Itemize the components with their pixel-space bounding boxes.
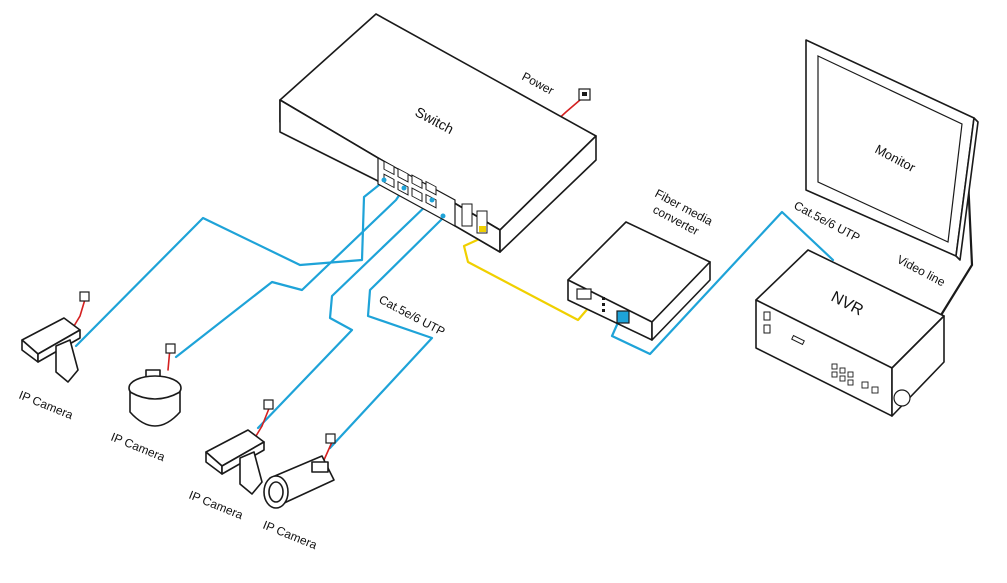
- media-converter-device: Fiber media converter: [567, 186, 715, 341]
- rj45-port-icon: [381, 177, 446, 219]
- ptz-camera-icon: [205, 399, 274, 495]
- ethernet-cable-camera-4: [328, 216, 445, 450]
- camera-label-3: IP Camera: [187, 488, 246, 523]
- camera-label-2: IP Camera: [109, 430, 168, 465]
- ptz-camera-icon: [21, 291, 90, 383]
- bullet-camera-icon: [263, 433, 336, 509]
- ethernet-cable-camera-3: [256, 198, 434, 430]
- nvr-buttons: [831, 363, 879, 394]
- dome-camera-icon: [128, 343, 182, 427]
- switch-ports: [383, 160, 437, 209]
- ethernet-cable-nvr: [610, 210, 835, 356]
- converter-rj45-port: [576, 288, 592, 300]
- converter-fiber-port: [616, 310, 630, 324]
- camera-label-4: IP Camera: [261, 518, 320, 553]
- sfp-port-icon: [461, 203, 488, 234]
- monitor-device: Monitor: [805, 39, 979, 261]
- video-line-label: Video line: [895, 252, 948, 289]
- nvr-disc-slot: [791, 334, 805, 346]
- ethernet-cables: [74, 179, 835, 450]
- video-cable: [936, 176, 974, 322]
- switch-device: Switch Power: [279, 13, 597, 253]
- camera-label-1: IP Camera: [17, 388, 76, 423]
- converter-leds: [602, 297, 605, 312]
- power-plug-icon: [578, 88, 591, 101]
- ethernet-cable-camera-2: [174, 186, 406, 359]
- nvr-knob: [893, 389, 911, 407]
- fiber-cable: [462, 234, 592, 322]
- power-label: Power: [520, 69, 557, 97]
- nvr-device: NVR: [755, 249, 945, 417]
